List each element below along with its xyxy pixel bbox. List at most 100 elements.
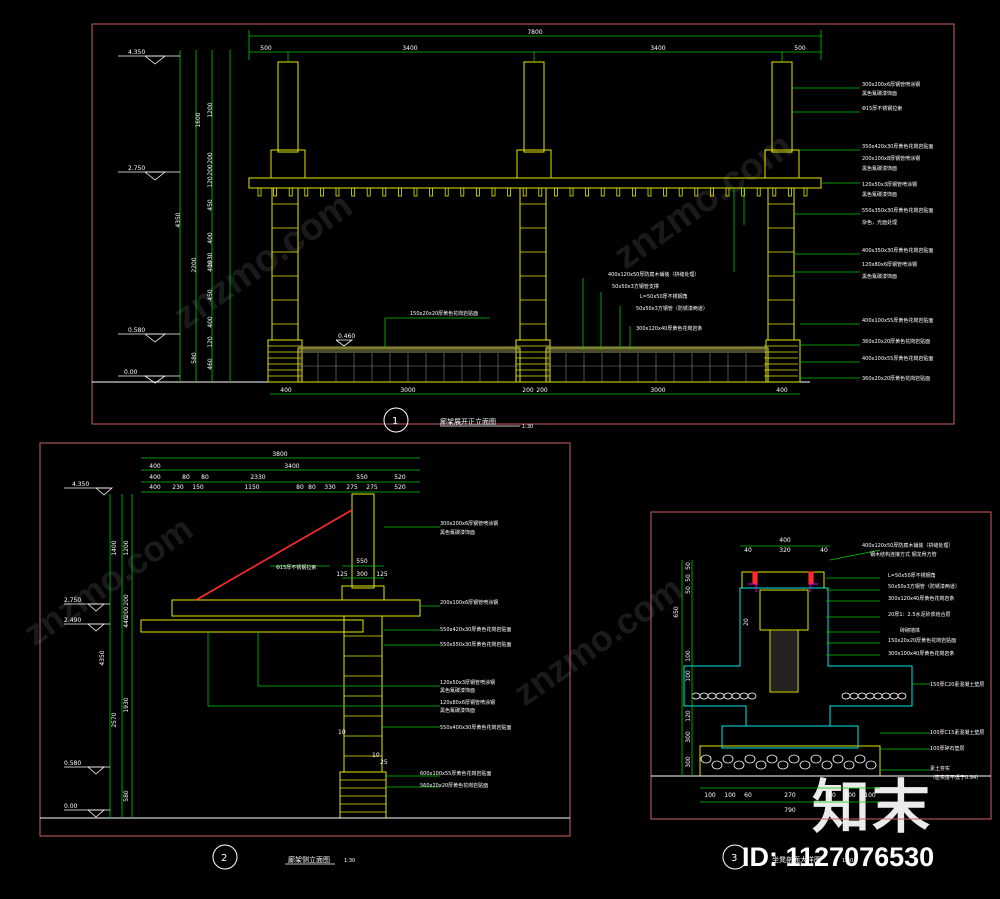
v1-left-dim: 400 xyxy=(207,260,214,272)
v1-number: 1 xyxy=(392,416,398,427)
v2-level: 0.00 xyxy=(64,803,78,810)
gravel xyxy=(897,692,907,700)
view1-stone-courses xyxy=(268,203,798,377)
gravel xyxy=(691,692,701,700)
rafter xyxy=(772,187,777,197)
v3-callout: 钢木结构连接方式 钢龙骨方管 xyxy=(870,551,937,558)
v2-callout: 550x400x30厚黄色花岗岩贴面 xyxy=(440,724,511,731)
gravel xyxy=(821,760,833,770)
rafter xyxy=(429,187,434,197)
v1-callout: 400x350x30厚黄色花岗岩贴面 xyxy=(862,247,933,254)
view2-number-circle xyxy=(212,844,238,870)
v3-callout: 砖砌墙体 xyxy=(900,627,920,634)
v2-small-dim: 10 xyxy=(372,752,380,759)
gravel xyxy=(849,692,859,700)
v2-dim: 80 xyxy=(182,474,190,481)
rafter xyxy=(741,187,745,197)
view1-dim-lines xyxy=(179,30,860,395)
rafter xyxy=(788,187,792,197)
v1-left-dim: 1930 xyxy=(207,252,214,267)
view3-number-circle xyxy=(722,844,748,870)
v2-left-dim: 580 xyxy=(123,790,130,802)
gravel xyxy=(747,692,757,700)
v3-callout: 素土夯实 xyxy=(930,765,950,772)
view2-cable xyxy=(195,509,353,601)
v3-callout: 150厚C20素混凝土垫层 xyxy=(930,681,984,688)
v2-dim: 3400 xyxy=(284,463,299,470)
gravel xyxy=(857,692,867,700)
v1-callout: 350x420x30厚黄色花岗岩贴面 xyxy=(862,143,933,150)
v2-dim: 80 xyxy=(296,484,304,491)
rafter xyxy=(694,187,699,197)
v2-dim: 80 xyxy=(308,484,316,491)
v3-dim: 100 xyxy=(844,792,856,799)
gravel xyxy=(733,760,745,770)
v1-bottom-dim: 3000 xyxy=(400,387,415,394)
v2-level: 4.350 xyxy=(72,481,89,488)
v2-dim: 275 xyxy=(346,484,358,491)
v2-dim: 150 xyxy=(192,484,204,491)
v2-mid-dim: 125 xyxy=(376,571,388,578)
v3-dim: 40 xyxy=(820,547,828,554)
rafter xyxy=(273,187,278,197)
v1-left-dim: 580 xyxy=(191,352,198,364)
v1-scale: 1:30 xyxy=(522,424,533,430)
rafter xyxy=(647,187,652,197)
v3-dim: 40 xyxy=(744,547,752,554)
v1-left-dim: 400 xyxy=(207,316,214,328)
v2-dim: 520 xyxy=(394,484,406,491)
v1-left-dim: 200 xyxy=(207,152,214,164)
view1-bench-top-left xyxy=(298,346,520,353)
v1-mid-callout: 150x20x20厚黄色花岗岩贴面 xyxy=(410,310,478,317)
v2-level: 2.490 xyxy=(64,617,81,624)
v2-dim: 520 xyxy=(394,474,406,481)
rafter xyxy=(710,187,714,197)
v3-dim: 270 xyxy=(784,792,796,799)
rafter xyxy=(335,187,340,197)
v2-left-dim: 1200 xyxy=(123,540,130,555)
gravel xyxy=(881,692,891,700)
gravel xyxy=(788,754,800,764)
v1-callout: 360x20x20厚黄色花岗岩贴面 xyxy=(862,375,930,382)
v3-callout: 400x120x50厚防腐木铺装（拼缝处理） xyxy=(862,542,953,549)
view1-bench-grid xyxy=(298,353,768,382)
v1-callout: 300x200x6厚钢管喷涂钢 xyxy=(862,81,920,88)
rafter xyxy=(366,187,371,197)
v2-callout: 550x420x30厚黄色花岗岩贴面 xyxy=(440,626,511,633)
view2-dim-lines xyxy=(109,457,440,818)
v1-callout: 550x350x30厚黄色花岗岩贴面 xyxy=(862,207,933,214)
watermark-brand: 知末 xyxy=(812,773,933,841)
gravel xyxy=(841,692,851,700)
v3-dim: 60 xyxy=(828,792,836,799)
gravel xyxy=(744,754,756,764)
v3-left-dim: 120 xyxy=(685,710,692,722)
v2-level: 0.580 xyxy=(64,760,81,767)
v2-dim: 275 xyxy=(366,484,378,491)
gravel xyxy=(777,760,789,770)
v2-dim: 330 xyxy=(324,484,336,491)
v1-left-dim: 120 xyxy=(207,336,214,348)
v1-bottom-dim: 400 xyxy=(776,387,788,394)
v1-callout: 黑色氟碳漆饰面 xyxy=(862,90,897,97)
v2-callout: Φ15厚不锈钢拉索 xyxy=(276,564,316,571)
gravel xyxy=(799,760,811,770)
rafter xyxy=(288,187,293,197)
v1-callout: 120x50x3厚钢管喷涂钢 xyxy=(862,181,917,188)
rafter xyxy=(663,187,667,197)
rafter xyxy=(460,187,465,197)
v1-callout: 黑色氟碳漆饰面 xyxy=(862,165,897,172)
v3-dim: 60 xyxy=(744,792,752,799)
v3-left-dim: 300 xyxy=(685,731,692,743)
v2-left-dim: 2570 xyxy=(111,712,118,727)
view2-structure xyxy=(40,493,570,819)
view2-callouts: 300x200x6厚钢管喷涂钢黑色氟碳漆饰面Φ15厚不锈钢拉索200x100x6… xyxy=(276,520,511,789)
v2-callout: 560x20x20厚黄色花岗岩贴面 xyxy=(420,782,488,789)
gravel xyxy=(810,754,822,764)
view1-frame xyxy=(91,23,955,425)
v2-left-dim: 200 xyxy=(123,606,130,618)
rafter xyxy=(803,187,808,197)
rafter xyxy=(413,187,418,197)
view1-rafters xyxy=(257,187,808,197)
v1-left-dim: 200 xyxy=(207,164,214,176)
